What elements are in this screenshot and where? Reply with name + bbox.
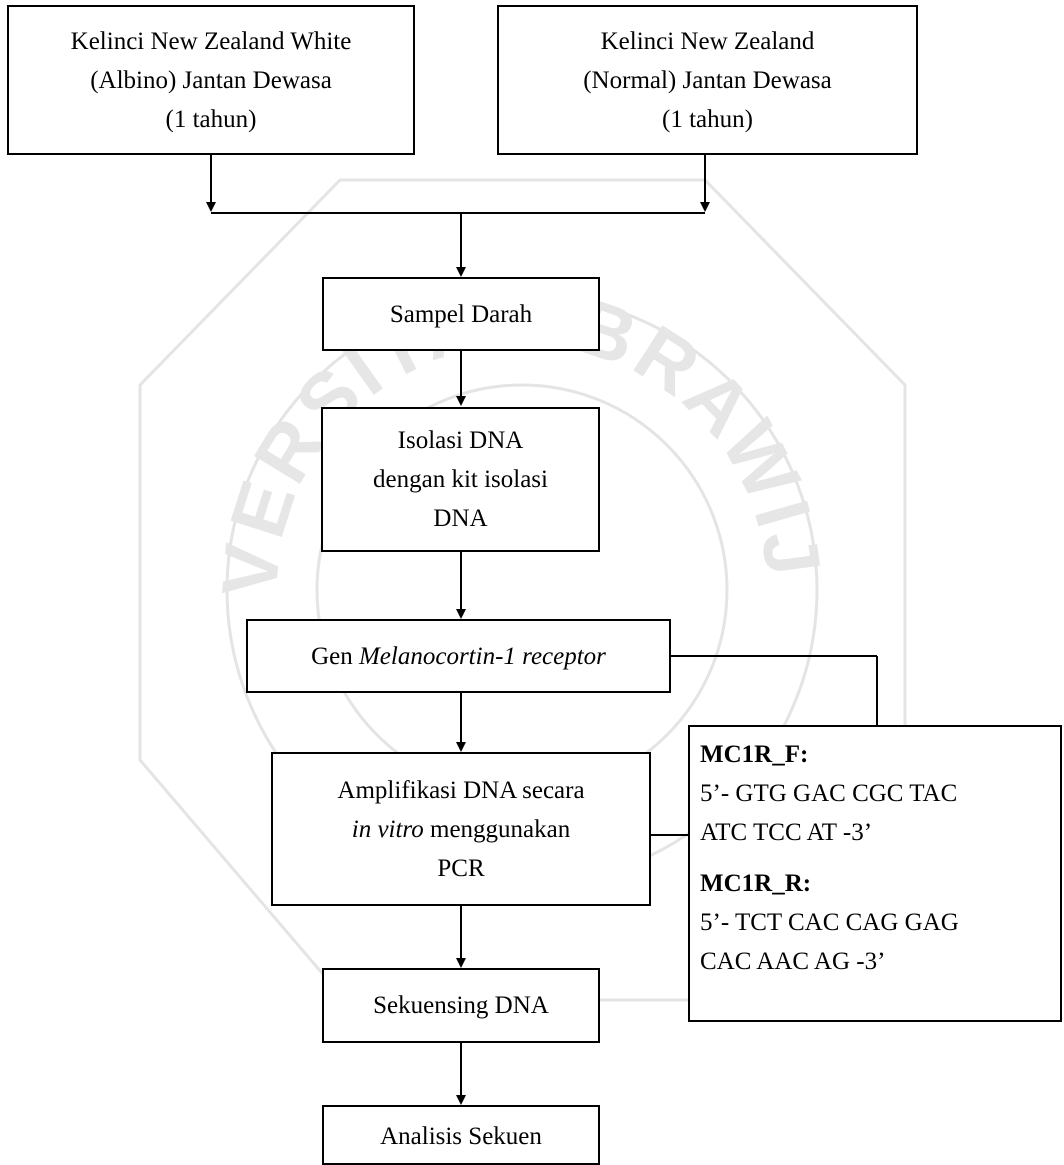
primer-reverse-seq-2: CAC AAC AG -3’ [700,948,886,975]
isolasi-line-2: dengan kit isolasi [373,466,548,493]
primer-reverse-seq-1: 5’- TCT CAC CAG GAG [700,909,959,936]
albino-line-1: Kelinci New Zealand White [70,27,352,55]
albino-line-3: (1 tahun) [165,105,257,133]
amplifikasi-line-2-rest: menggunakan [423,815,571,843]
node-sampel-darah: Sampel Darah [322,277,600,351]
sekuensing-label: Sekuensing DNA [373,992,549,1019]
normal-line-1: Kelinci New Zealand [600,27,815,55]
albino-line-2: (Albino) Jantan Dewasa [90,66,332,94]
gen-prefix: Gen [311,642,359,670]
node-albino-rabbit: Kelinci New Zealand White (Albino) Janta… [7,5,415,155]
primer-forward-title: MC1R_F: [700,741,809,768]
node-gen-mc1r: Gen Melanocortin-1 receptor [246,619,671,693]
node-amplifikasi: Amplifikasi DNA secara in vitro mengguna… [271,752,651,906]
primer-reverse-title: MC1R_R: [700,870,812,897]
sampel-label: Sampel Darah [389,300,533,328]
primer-box: MC1R_F: 5’- GTG GAC CGC TAC ATC TCC AT -… [688,725,1062,1022]
analisis-label: Analisis Sekuen [380,1123,542,1150]
gen-italic-name: Melanocortin-1 receptor [358,642,606,670]
node-sekuensing-dna: Sekuensing DNA [322,968,600,1043]
amplifikasi-line-3: PCR [437,854,485,882]
isolasi-line-1: Isolasi DNA [397,427,524,454]
amplifikasi-line-1: Amplifikasi DNA secara [337,776,585,804]
normal-line-2: (Normal) Jantan Dewasa [583,66,832,94]
node-analisis-sekuen: Analisis Sekuen [322,1105,600,1165]
normal-line-3: (1 tahun) [662,105,753,133]
node-normal-rabbit: Kelinci New Zealand (Normal) Jantan Dewa… [497,5,918,155]
isolasi-line-3: DNA [433,505,488,532]
amplifikasi-italic: in vitro [351,815,424,843]
primer-forward-seq-2: ATC TCC AT -3’ [700,819,873,846]
node-isolasi-dna: Isolasi DNA dengan kit isolasi DNA [321,407,600,552]
primer-forward-seq-1: 5’- GTG GAC CGC TAC [700,780,958,807]
